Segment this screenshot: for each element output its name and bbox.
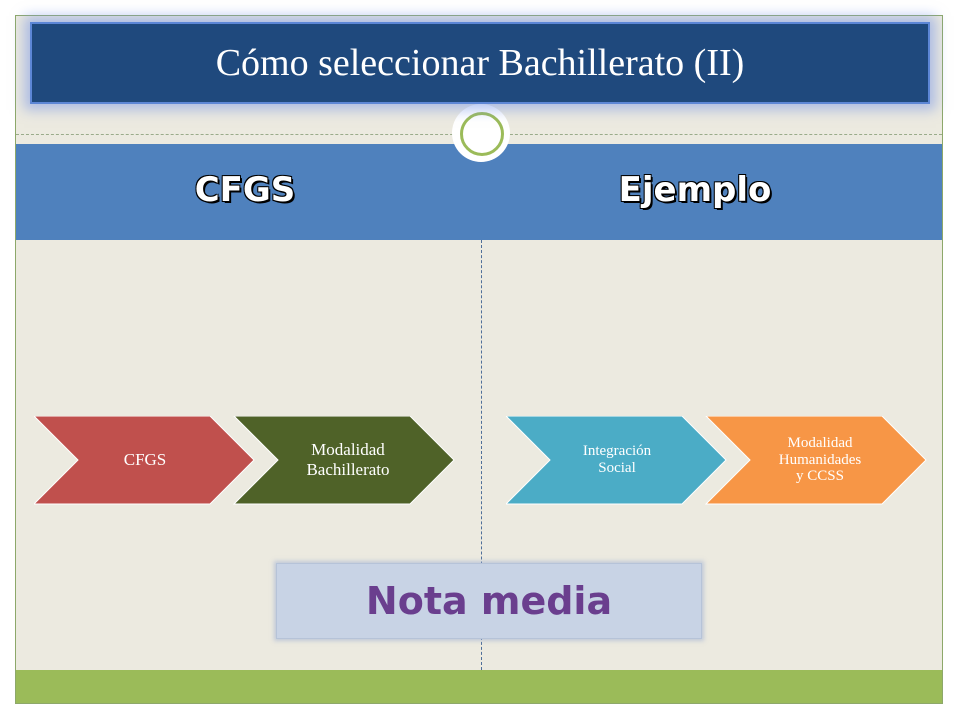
chevron-text-integracion: Integración Social: [582, 442, 652, 476]
chevron-cfgs: [34, 416, 255, 505]
chevron-label-integracion: Integración Social: [555, 416, 679, 504]
page-title: Cómo seleccionar Bachillerato (II): [215, 42, 745, 84]
chevron-modalidad-humanidades: [704, 416, 927, 505]
chevron-text-modalidad: Modalidad Bachillerato: [306, 440, 390, 479]
header-label-ejemplo: Ejemplo: [618, 170, 772, 210]
chevron-text-humanidades: Modalidad Humanidades y CCSS: [778, 435, 862, 485]
left-process-shapes: [34, 416, 455, 505]
title-banner: Cómo seleccionar Bachillerato (II): [30, 22, 930, 104]
footer-band: [16, 670, 942, 703]
ring-ornament-icon: [460, 112, 504, 156]
header-label-cfgs: CFGS: [194, 170, 296, 210]
right-process-shapes: [506, 416, 927, 505]
chevron-label-humanidades: Modalidad Humanidades y CCSS: [752, 416, 888, 504]
chevron-modalidad-bachillerato: [232, 416, 455, 505]
chevron-label-cfgs: CFGS: [94, 416, 196, 504]
nota-media-box: Nota media: [276, 563, 702, 639]
chevron-integracion-social: [506, 416, 727, 505]
chevron-label-modalidad: Modalidad Bachillerato: [278, 416, 418, 504]
column-divider: [481, 240, 482, 670]
chevron-text-cfgs: CFGS: [123, 450, 167, 469]
nota-media-label: Nota media: [365, 579, 613, 623]
